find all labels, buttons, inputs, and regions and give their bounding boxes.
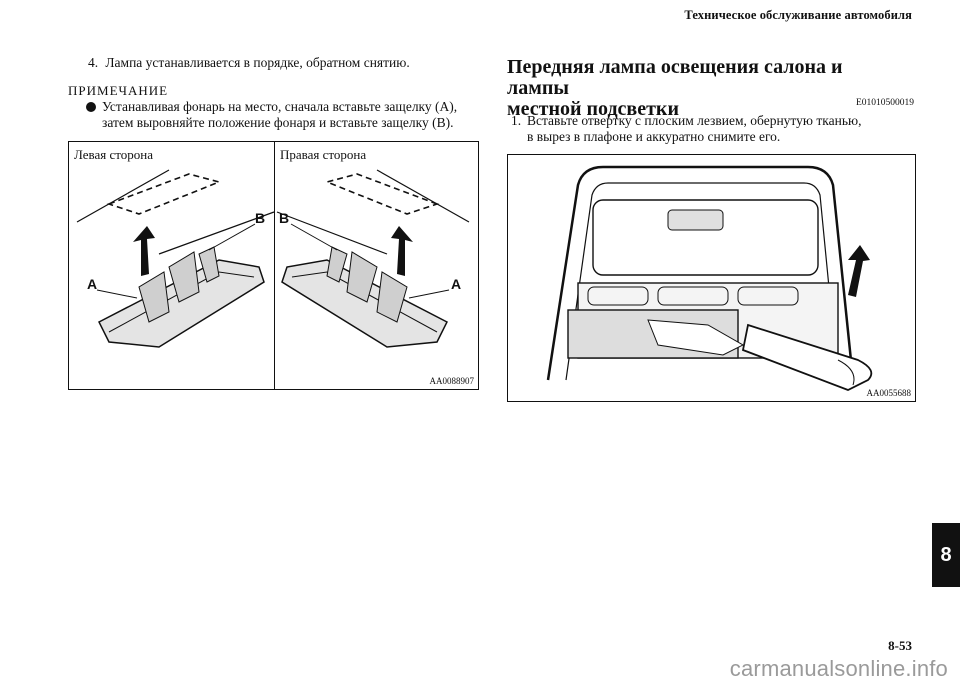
caption-right-side: Правая сторона (280, 147, 367, 162)
figure-lamp-install: Левая сторона Правая сторона B B A A AA0… (68, 141, 479, 390)
section-code: E01010500019 (855, 98, 914, 108)
label-a-left: A (87, 276, 98, 292)
figure-id: AA0055688 (866, 388, 912, 398)
step-4: 4. Лампа устанавливается в порядке, обра… (88, 55, 488, 71)
step-line-2: в вырез в плафоне и аккуратно снимите ег… (527, 129, 781, 144)
bullet-icon (86, 102, 96, 112)
step-line-1: Вставьте отвертку с плоским лезвием, обе… (527, 113, 862, 128)
figure-id: AA0088907 (429, 376, 475, 386)
label-a-right: A (451, 276, 462, 292)
step-1: 1. Вставьте отвертку с плоским лезвием, о… (511, 113, 911, 145)
figure-divider (274, 142, 275, 389)
chapter-tab: 8 (932, 523, 960, 587)
figure-lamp-removal: AA0055688 (507, 154, 916, 402)
section-title: Передняя лампа освещения салона и лампы … (507, 57, 887, 120)
step-text: Лампа устанавливается в порядке, обратно… (105, 55, 410, 70)
note-line-1: Устанавливая фонарь на место, сначала вс… (102, 99, 458, 114)
section-title-line-1: Передняя лампа освещения салона и лампы (507, 56, 843, 99)
note-line-2: затем выровняйте положение фонаря и вста… (102, 115, 454, 130)
section-title-line-2: местной подсветки (507, 98, 679, 120)
step-number: 1. (511, 113, 522, 128)
page-number: 8-53 (888, 638, 912, 653)
label-b-left: B (255, 210, 266, 226)
label-b-right: B (279, 210, 290, 226)
note-body: Устанавливая фонарь на место, сначала вс… (86, 99, 486, 131)
lamp-install-illustration (76, 169, 470, 348)
watermark: carmanualsonline.info (729, 656, 948, 681)
lamp-removal-illustration (546, 165, 873, 391)
page-header: Техническое обслуживание автомобиля (684, 8, 912, 22)
step-number: 4. (88, 55, 99, 70)
caption-left-side: Левая сторона (74, 147, 153, 162)
note-heading: ПРИМЕЧАНИЕ (68, 83, 169, 98)
